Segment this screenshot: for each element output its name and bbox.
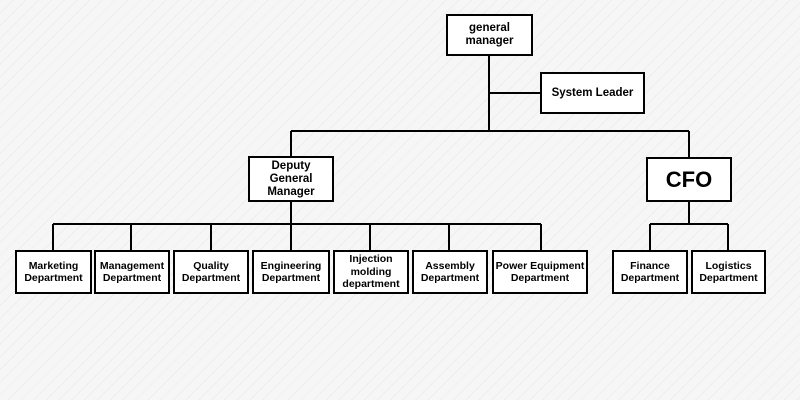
- finance-department-box: Finance Department: [612, 250, 688, 294]
- deputy-general-manager-box: Deputy General Manager: [248, 156, 334, 202]
- injection-molding-department-box: Injection molding department: [333, 250, 409, 294]
- assembly-department-box: Assembly Department: [412, 250, 488, 294]
- logistics-department-box: Logistics Department: [691, 250, 766, 294]
- engineering-department-box: Engineering Department: [252, 250, 330, 294]
- system-leader-box: System Leader: [540, 72, 645, 114]
- quality-department-box: Quality Department: [173, 250, 249, 294]
- cfo-box: CFO: [646, 157, 732, 202]
- general-manager-box: general manager: [446, 14, 533, 56]
- marketing-department-box: Marketing Department: [15, 250, 92, 294]
- management-department-box: Management Department: [94, 250, 170, 294]
- power-equipment-department-box: Power Equipment Department: [492, 250, 588, 294]
